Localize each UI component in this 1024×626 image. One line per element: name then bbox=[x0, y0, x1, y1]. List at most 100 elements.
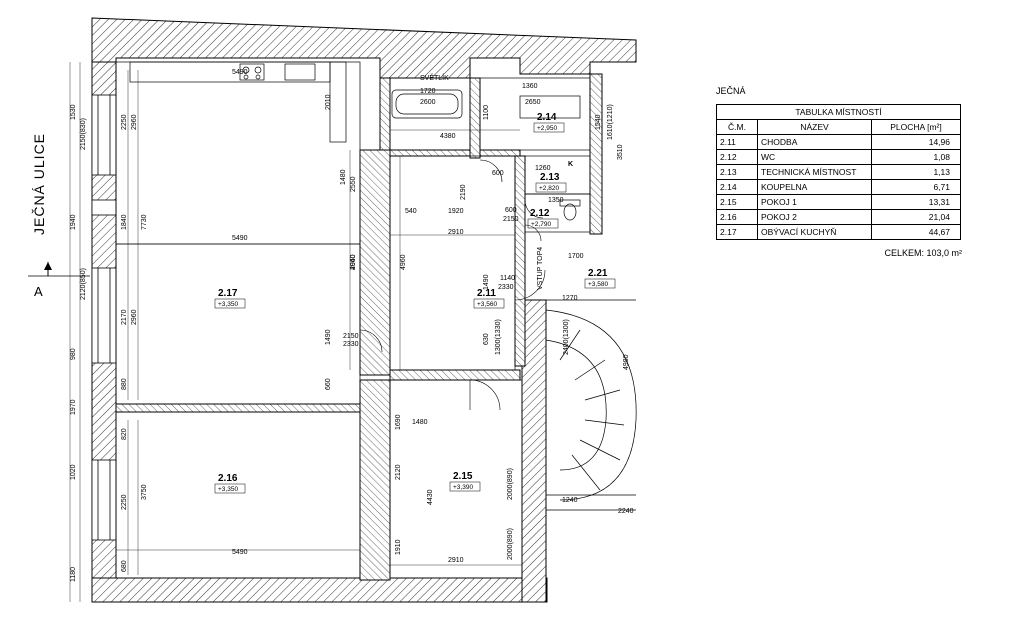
room-label-2-15: 2.15 +3,390 bbox=[449, 471, 481, 492]
dim-2010: 2010 bbox=[325, 94, 332, 110]
table-row: 2.16 POKOJ 2 21,04 bbox=[716, 209, 961, 225]
dim-2150: 2150 bbox=[343, 333, 359, 340]
vertical-dimension-texts: 4960 4960 2550 1480 2040 1490 660 2010 7… bbox=[70, 94, 630, 582]
dim-1300-1330: 1300(1330) bbox=[495, 319, 502, 355]
dim-980: 980 bbox=[70, 348, 77, 360]
svg-text:+3,560: +3,560 bbox=[477, 301, 497, 308]
dim-1700: 1700 bbox=[568, 253, 584, 260]
dim-1260: 1260 bbox=[535, 165, 551, 172]
svg-text:2.17: 2.17 bbox=[218, 288, 238, 299]
section-marker: A bbox=[28, 262, 90, 299]
room-label-2-17: 2.17 +3,350 bbox=[214, 288, 246, 309]
dim-1540: 1540 bbox=[595, 114, 602, 130]
room-table-title: TABULKA MÍSTNOSTÍ bbox=[716, 104, 961, 120]
svg-text:2.21: 2.21 bbox=[588, 268, 608, 279]
table-row: 2.13 TECHNICKÁ MÍSTNOST 1,13 bbox=[716, 164, 961, 180]
dim-bathtub: 2600 bbox=[420, 99, 436, 106]
svg-text:2.12: 2.12 bbox=[530, 208, 550, 219]
dim-2150c: 2150 bbox=[503, 216, 519, 223]
dim-2000-890: 2000(890) bbox=[507, 468, 514, 500]
row-area: 44,67 bbox=[871, 224, 961, 240]
row-area: 13,31 bbox=[871, 194, 961, 210]
dim-2150-830: 2150(830) bbox=[80, 118, 87, 150]
legend-heading: JEČNÁ bbox=[716, 86, 746, 96]
dim-630: 630 bbox=[483, 333, 490, 345]
dim-600: 600 bbox=[492, 170, 504, 177]
dim-living-width: 5490 bbox=[232, 235, 248, 242]
dim-2040: 2040 bbox=[350, 254, 357, 270]
dim-2960: 2960 bbox=[131, 114, 138, 130]
row-area: 21,04 bbox=[871, 209, 961, 225]
row-name: POKOJ 2 bbox=[757, 209, 872, 225]
room-table-caption-row: TABULKA MÍSTNOSTÍ bbox=[716, 104, 961, 120]
col-name: NÁZEV bbox=[757, 119, 872, 135]
room-label-2-14: 2.14 +2,950 bbox=[533, 112, 565, 133]
row-number: 2.16 bbox=[716, 209, 758, 225]
dim-2330: 2330 bbox=[498, 284, 514, 291]
svg-text:+2,950: +2,950 bbox=[537, 125, 557, 132]
dim-1480b: 1480 bbox=[340, 169, 347, 185]
dim-1490: 1490 bbox=[325, 329, 332, 345]
dim-kitchen-width: 5490 bbox=[232, 69, 248, 76]
dim-2000-890b: 2000(890) bbox=[507, 528, 514, 560]
row-number: 2.15 bbox=[716, 194, 758, 210]
room-label-2-11: 2.11 +3,560 bbox=[473, 288, 505, 309]
room-label-2-13: 2.13 +2,820 bbox=[535, 172, 567, 193]
dim-1240: 1240 bbox=[562, 497, 578, 504]
dim-660: 660 bbox=[325, 378, 332, 390]
svg-text:2.13: 2.13 bbox=[540, 172, 560, 183]
dim-corridor-1920: 1920 bbox=[448, 208, 464, 215]
dim-2250b: 2250 bbox=[121, 494, 128, 510]
dim-1940: 1940 bbox=[70, 214, 77, 230]
kitchen-counter bbox=[129, 61, 347, 143]
dim-1530: 1530 bbox=[70, 104, 77, 120]
dim-1020: 1020 bbox=[70, 464, 77, 480]
dim-4960: 4960 bbox=[350, 254, 357, 270]
row-area: 1,08 bbox=[871, 149, 961, 165]
stair-entry-label: VSTUP TOP4 bbox=[537, 247, 544, 290]
svg-text:+3,580: +3,580 bbox=[588, 281, 608, 288]
table-row: 2.15 POKOJ 1 13,31 bbox=[716, 194, 961, 210]
dim-hall-width: 2910 bbox=[448, 229, 464, 236]
dim-bath-width: 2650 bbox=[525, 99, 541, 106]
svg-text:2.15: 2.15 bbox=[453, 471, 473, 482]
dim-corridor-span: 540 bbox=[405, 208, 417, 215]
row-name: WC bbox=[757, 149, 872, 165]
dim-room15-width: 2910 bbox=[448, 557, 464, 564]
dim-2960b: 2960 bbox=[131, 309, 138, 325]
dim-1100: 1100 bbox=[483, 105, 490, 120]
dim-1840: 1840 bbox=[121, 214, 128, 230]
dim-1350: 1350 bbox=[548, 197, 564, 204]
dim-1180: 1180 bbox=[70, 567, 77, 582]
dim-room15-top: 1480 bbox=[412, 419, 428, 426]
dim-4960b: 4960 bbox=[400, 254, 407, 270]
row-name: KOUPELNA bbox=[757, 179, 872, 195]
door-swings bbox=[359, 159, 546, 411]
dim-820: 820 bbox=[121, 428, 128, 440]
dim-600b: 600 bbox=[505, 207, 517, 214]
facade-windows bbox=[91, 94, 117, 541]
col-area: PLOCHA [m²] bbox=[871, 119, 961, 135]
interior-walls bbox=[115, 73, 603, 581]
svg-text:+3,350: +3,350 bbox=[218, 486, 238, 493]
dim-1690: 1690 bbox=[395, 414, 402, 430]
dim-bath-span: 4380 bbox=[440, 133, 456, 140]
room-label-2-12: 2.12 +2,790 bbox=[527, 208, 559, 229]
dim-2120: 2120 bbox=[395, 464, 402, 480]
dim-bath-top: 1360 bbox=[522, 83, 538, 90]
room-table: TABULKA MÍSTNOSTÍ Č.M. NÁZEV PLOCHA [m²]… bbox=[716, 104, 961, 240]
total-area: CELKEM: 103,0 m² bbox=[884, 248, 962, 258]
section-marker-letter: A bbox=[34, 284, 43, 299]
dim-2250: 2250 bbox=[121, 114, 128, 130]
row-number: 2.12 bbox=[716, 149, 758, 165]
room-label-2-21: 2.21 +3,580 bbox=[584, 268, 616, 289]
table-row: 2.12 WC 1,08 bbox=[716, 149, 961, 165]
dim-1270: 1270 bbox=[562, 295, 578, 302]
room-outlines bbox=[115, 61, 591, 579]
dim-1970: 1970 bbox=[70, 399, 77, 415]
row-number: 2.17 bbox=[716, 224, 758, 240]
bathroom-fixtures bbox=[391, 89, 581, 221]
svg-text:2.11: 2.11 bbox=[477, 288, 496, 299]
row-area: 1,13 bbox=[871, 164, 961, 180]
dimension-lines bbox=[69, 62, 522, 602]
